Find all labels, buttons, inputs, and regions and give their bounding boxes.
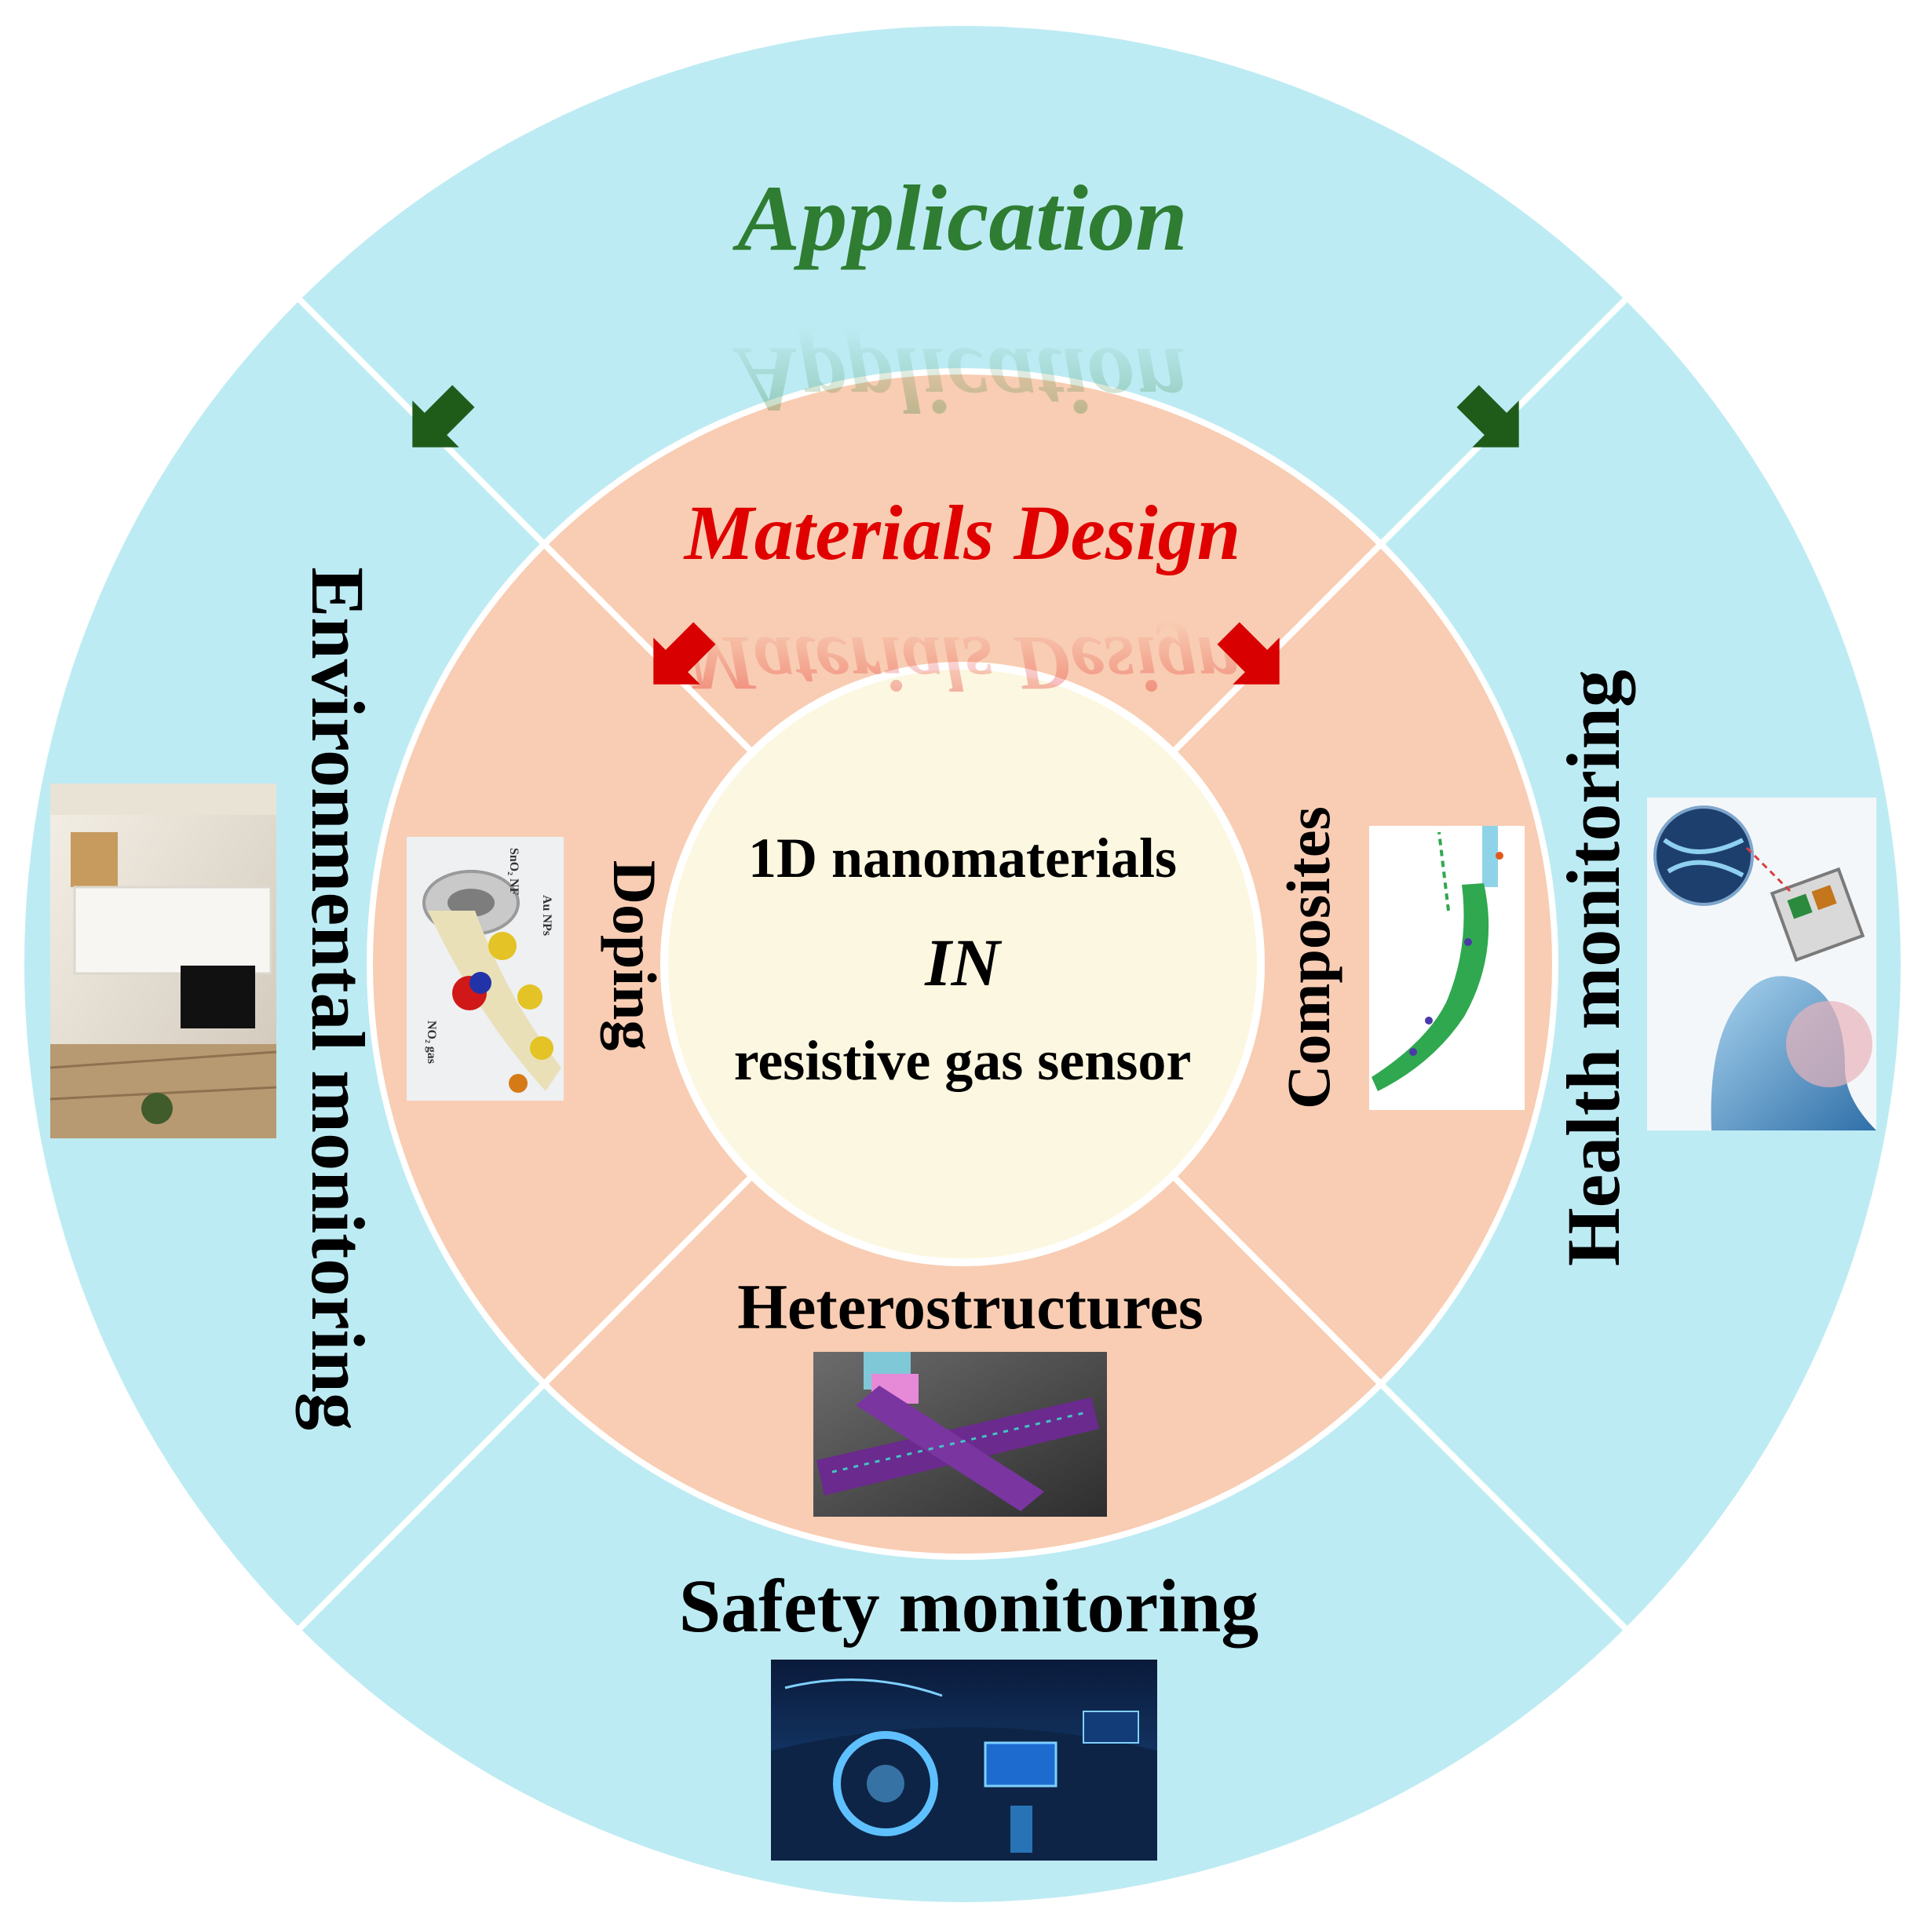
- center-line-3: resistive gas sensor: [734, 1029, 1192, 1092]
- center-line-1: 1D nanomaterials: [748, 827, 1177, 889]
- composite-nanofiber-illustration: [1369, 826, 1525, 1110]
- environmental-monitoring-label: Environmental monitoring: [296, 567, 380, 1430]
- safety-monitoring-label: Safety monitoring: [679, 1564, 1259, 1648]
- car-dashboard-photo: [771, 1660, 1157, 1861]
- application-title: Application: [732, 166, 1187, 270]
- no2-gas-label: NO₂ gas: [425, 1021, 438, 1064]
- center-line-2: IN: [924, 925, 1002, 1000]
- materials-design-title-reflection: Materials Design: [683, 620, 1240, 707]
- arrow-down-right-icon: [412, 385, 475, 447]
- arrow-down-left-icon: [653, 622, 716, 685]
- doped-nanofiber-illustration: SnO₂ NF Au NPs NO₂ gas: [407, 837, 564, 1101]
- heterostructure-nanofiber-illustration: [813, 1352, 1107, 1517]
- arrow-down-left-icon: [1456, 385, 1519, 447]
- materials-design-title: Materials Design: [683, 489, 1240, 576]
- composites-label: Composites: [1274, 806, 1342, 1109]
- center-disk: [660, 662, 1265, 1266]
- living-room-photo: [49, 783, 277, 1138]
- breath-analysis-illustration: [1647, 798, 1876, 1130]
- health-monitoring-label: Health monitoring: [1551, 670, 1635, 1266]
- application-title-reflection: Application: [732, 328, 1187, 433]
- au-nps-label: Au NPs: [540, 895, 553, 936]
- sno2-nf-label: SnO₂ NF: [507, 848, 521, 896]
- doping-label: Doping: [601, 860, 669, 1051]
- heterostructures-label: Heterostructures: [737, 1271, 1204, 1342]
- arrow-down-right-icon: [1217, 622, 1280, 685]
